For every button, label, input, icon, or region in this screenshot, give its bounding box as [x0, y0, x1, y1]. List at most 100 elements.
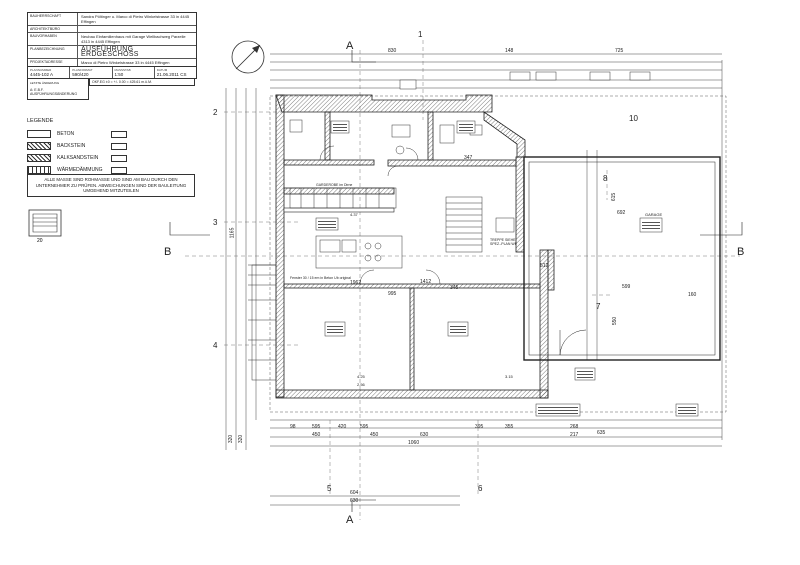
legend-item: BACKSTEIN	[27, 140, 127, 152]
title-row-label: PLANBEZEICHNUNG	[28, 46, 78, 58]
title-row: BAUVORHABEN Neubau Einfamilienhaus mit G…	[28, 33, 196, 46]
dimension-label: 1165	[229, 227, 236, 239]
dimension-label: 550	[612, 316, 619, 326]
dimension-label: 355	[505, 424, 514, 430]
dimension-label: 630	[420, 432, 429, 438]
project-value: Neubau Einfamilienhaus mit Garage Wellba…	[81, 34, 186, 44]
roof-overhang	[269, 95, 727, 413]
legend-swatch	[27, 166, 51, 174]
plan-scale: 1:50	[114, 72, 124, 77]
client-value: Sandra Pöltinger u. Marco di Pietro Wink…	[81, 14, 190, 24]
plan-format: 590/420	[72, 72, 89, 77]
level-note: OKF.EG ±0 = +/- 0.00 = 425.61 m.ü.M.	[89, 78, 195, 86]
dimension-label: 1060	[408, 440, 420, 446]
dimension-label: 995	[388, 291, 397, 297]
title-row-label: PROJEKTADRESSE	[28, 59, 78, 66]
garage-outline	[523, 156, 721, 361]
height-label: 3.15	[505, 374, 513, 379]
dimension-label: 450	[370, 432, 379, 438]
dimension-label: 595	[360, 424, 369, 430]
title-row-label: BAUVORHABEN	[28, 33, 78, 45]
title-row-label: ARCHITEKTBÜRO	[28, 26, 78, 32]
plan-number: 4445-102 A	[30, 72, 54, 77]
dimension-label: 160	[688, 292, 697, 298]
axis-label: 2	[213, 108, 218, 117]
axis-label: 5	[327, 484, 332, 493]
title-row: PROJEKTADRESSE Marco di Pietro Winkelstr…	[28, 59, 196, 66]
dimension-label: 320	[238, 434, 245, 444]
north-arrow-icon	[231, 40, 265, 74]
dimension-label: 630	[350, 498, 359, 504]
height-label: 4.37	[350, 212, 358, 217]
dimension-label: 148	[505, 48, 514, 54]
legend-item: BETON	[27, 128, 127, 140]
axis-label: 1	[418, 30, 423, 39]
left-dimension-lines	[225, 88, 257, 450]
right-dimension-lines	[586, 60, 723, 440]
legend-label: KALKSANDSTEIN	[57, 155, 99, 161]
dimension-label: 347	[464, 155, 473, 161]
plan-date: 21.06.2011 CS	[156, 72, 187, 77]
bottom-dimension-lines	[270, 419, 722, 506]
stair-detail-icon: 20	[28, 209, 62, 244]
legend-title: LEGENDE	[27, 118, 54, 124]
axis-label: 4	[213, 341, 218, 350]
dimension-label: 268	[570, 424, 579, 430]
legend-swatch	[111, 142, 127, 150]
dimension-label: 635	[597, 430, 606, 436]
dimension-label: 599	[622, 284, 631, 290]
legend-swatch	[27, 154, 51, 162]
title-row: BAUHERRSCHAFT Sandra Pöltinger u. Marco …	[28, 13, 196, 26]
dimension-label: 420	[338, 424, 347, 430]
legend-swatch	[111, 154, 127, 162]
legend-label: BACKSTEIN	[57, 143, 86, 149]
dimension-label: 98	[290, 424, 296, 430]
plan-title: AUSFÜHRUNG ERDGESCHOSS	[81, 46, 139, 58]
dimension-label: 345	[450, 285, 459, 291]
room-label-lines	[318, 124, 696, 414]
legend-swatch	[111, 166, 127, 174]
section-mark-top: A	[346, 40, 354, 52]
axis-label: 10	[629, 114, 638, 123]
door-swings	[319, 145, 441, 285]
dimension-label: 604	[350, 490, 359, 496]
height-label: 2.56	[357, 382, 365, 387]
dimension-label: 320	[228, 434, 235, 444]
axis-label: 7	[596, 302, 601, 311]
wardrobe-label: GARDEROBE im Dirne	[316, 183, 353, 187]
stair-note: TREPPE SIEHE SPEZ.-PLAN WF	[490, 238, 517, 246]
section-mark-left: B	[164, 246, 172, 258]
svg-text:20: 20	[37, 238, 43, 244]
dimension-note: ALLE MASSE SIND ROHMASSE UND SIND AM BAU…	[27, 174, 195, 197]
title-row-label: BAUHERRSCHAFT	[28, 13, 78, 25]
dimension-label: 217	[570, 432, 579, 438]
meta-label: PLANNUMMER	[30, 68, 52, 72]
dimension-label: 1962	[350, 280, 362, 286]
legend-swatch	[27, 130, 51, 138]
height-label: 4.25	[357, 374, 365, 379]
title-row: PLANBEZEICHNUNG AUSFÜHRUNG ERDGESCHOSS	[28, 46, 196, 59]
window-note: Fenster 30 / 15 em in Beton Ub original	[290, 276, 351, 280]
legend-label: BETON	[57, 131, 75, 137]
axis-label: 8	[603, 174, 608, 183]
meta-label: PLANFORMAT	[72, 68, 93, 72]
meta-label: MASSSTAB	[114, 68, 131, 72]
meta-label: DATUM	[156, 68, 168, 72]
dimension-label: 830	[388, 48, 397, 54]
dimension-label: 450	[312, 432, 321, 438]
interior-fittings	[248, 119, 483, 381]
dimension-label: 595	[312, 424, 321, 430]
dimension-label: 395	[475, 424, 484, 430]
legend-item: KALKSANDSTEIN	[27, 152, 127, 164]
dimension-label: 725	[615, 48, 624, 54]
garage-label: GARAGE	[645, 212, 663, 217]
section-mark-right: B	[737, 246, 745, 258]
revision-label: LETZTE ÄNDERUNG	[30, 81, 60, 85]
legend: LEGENDE BETON BACKSTEIN KALKSANDSTEIN WÄ…	[27, 118, 127, 176]
legend-item: WÄRMEDÄMMUNG	[27, 164, 127, 176]
revision-box: LETZTE ÄNDERUNG A: E.B.F. AUSFÜHRUNGSÄND…	[27, 78, 89, 100]
